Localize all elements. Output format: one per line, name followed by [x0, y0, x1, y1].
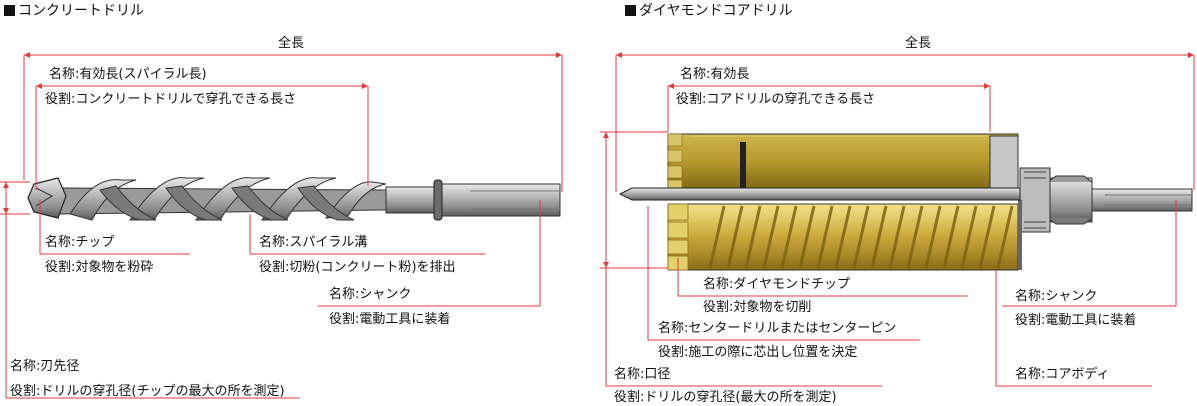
square-bullet-icon [625, 5, 636, 16]
left-overall-length: 全長 [278, 36, 305, 51]
right-shank-name: 名称:シャンク [1015, 289, 1098, 304]
right-effective-name: 名称:有効長 [680, 67, 750, 82]
right-core-body-name: 名称:コアボディ [1015, 367, 1110, 382]
core-body-upper [667, 133, 1019, 193]
right-leader-lines [600, 54, 1195, 387]
right-center-name: 名称:センタードリルまたはセンターピン [658, 321, 897, 336]
square-bullet-icon [4, 5, 15, 16]
left-title: コンクリートドリル [4, 2, 144, 20]
center-drill [618, 187, 1021, 201]
adapter [1047, 177, 1093, 223]
drill-shank [439, 183, 561, 217]
right-title: ダイヤモンドコアドリル [625, 2, 793, 20]
left-leader-lines [0, 54, 563, 399]
left-tip-role: 役割:対象物を粉砕 [45, 260, 154, 275]
left-spiral-role: 役割:切粉(コンクリート粉)を排出 [259, 260, 456, 275]
left-spiral-name: 名称:スパイラル溝 [259, 235, 368, 250]
right-effective-role: 役割:コアドリルの穿孔できる長さ [676, 92, 876, 107]
left-shank-name: 名称:シャンク [329, 287, 412, 302]
right-shank-role: 役割:電動工具に装着 [1015, 313, 1137, 328]
right-center-role: 役割:施工の際に芯出し位置を決定 [658, 345, 858, 360]
diamond-core-drill [618, 133, 1193, 271]
left-diameter-name: 名称:刃先径 [10, 359, 80, 374]
spiral-grooves [708, 205, 1014, 269]
concrete-drill [27, 177, 561, 221]
right-diameter-role: 役割:ドリルの穿孔径(最大の所を測定) [614, 390, 837, 405]
left-shank-role: 役割:電動工具に装着 [329, 312, 451, 327]
right-overall-length: 全長 [905, 36, 932, 51]
left-effective-role: 役割:コンクリートドリルで穿孔できる長さ [45, 92, 297, 107]
shank-collar [433, 179, 443, 221]
right-chip-name: 名称:ダイヤモンドチップ [703, 277, 850, 292]
right-chip-role: 役割:対象物を切削 [703, 300, 812, 315]
right-arrowheads [603, 52, 1194, 268]
left-tip-name: 名称:チップ [45, 235, 115, 250]
left-diameter-role: 役割:ドリルの穿孔径(チップの最大の所を測定) [10, 384, 285, 399]
right-diameter-name: 名称:口径 [614, 367, 671, 382]
left-arrowheads [3, 52, 562, 214]
left-effective-name: 名称:有効長(スパイラル長) [49, 67, 207, 82]
drill-tip [27, 177, 67, 219]
